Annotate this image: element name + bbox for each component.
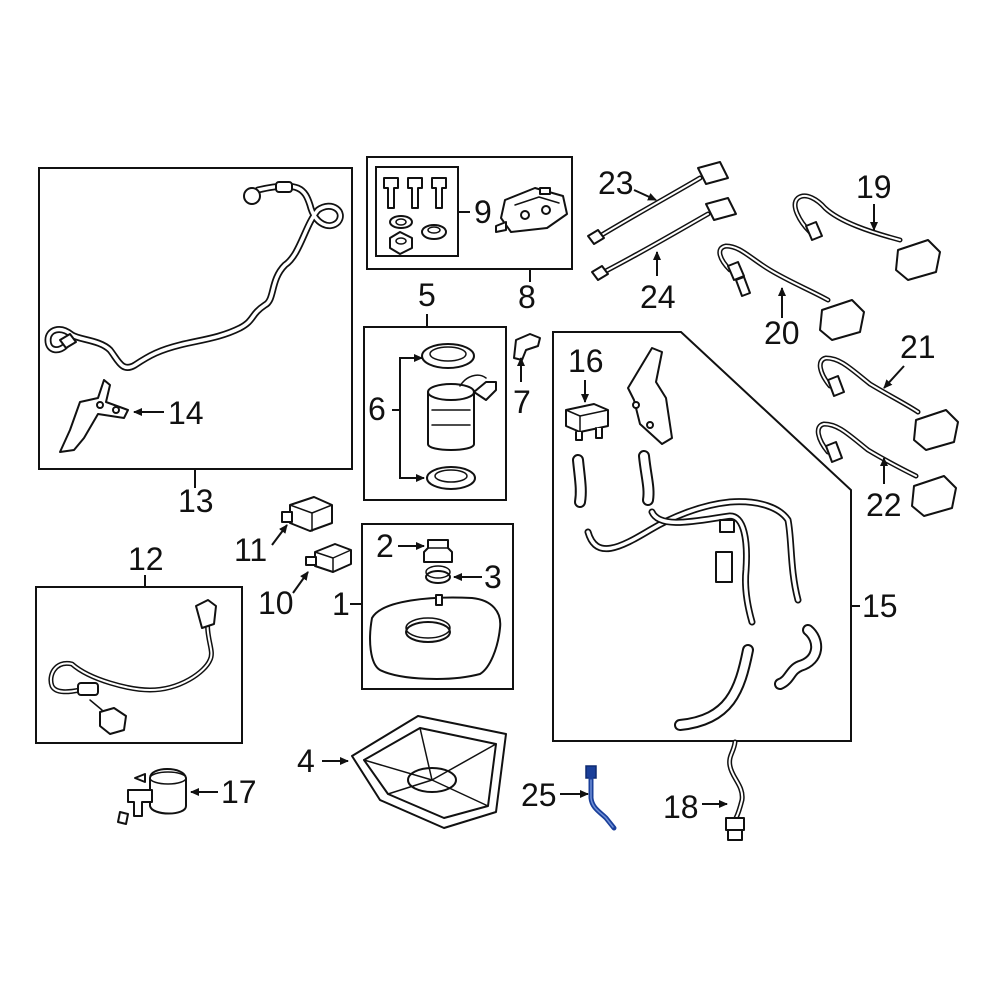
mounting-hardware-kit[interactable]: [383, 177, 447, 255]
callout-25: 25: [521, 777, 557, 813]
tray-4[interactable]: [351, 715, 507, 829]
callout-22: 22: [866, 487, 902, 523]
callout-7: 7: [513, 384, 531, 420]
callout-8: 8: [518, 279, 536, 315]
sensor-22[interactable]: [815, 421, 957, 517]
highlighted-part-25[interactable]: [585, 765, 617, 831]
hose-short-1[interactable]: [572, 454, 587, 508]
fuel-pump-module[interactable]: [427, 374, 497, 451]
leader-6: [399, 357, 424, 478]
leader-23: [633, 189, 657, 201]
callout-24: 24: [640, 279, 676, 315]
hose-long-2[interactable]: [774, 624, 823, 690]
temp-sensor-23[interactable]: [587, 161, 729, 245]
callout-2: 2: [376, 528, 394, 564]
callout-9: 9: [474, 194, 492, 230]
lock-ring[interactable]: [421, 343, 475, 369]
hose-short-2[interactable]: [638, 450, 655, 506]
connector-10[interactable]: [305, 543, 352, 573]
group-box-8: [366, 156, 573, 270]
line-assembly-15[interactable]: [584, 498, 802, 626]
callout-13: 13: [178, 483, 214, 519]
hose-long-1[interactable]: [674, 644, 754, 731]
callout-17: 17: [221, 774, 257, 810]
callout-23: 23: [598, 165, 634, 201]
temp-sensor-24[interactable]: [591, 197, 737, 281]
callout-12: 12: [128, 541, 164, 577]
callout-1: 1: [332, 586, 350, 622]
sensor-19[interactable]: [792, 193, 941, 281]
leader-11: [271, 524, 288, 546]
callout-3: 3: [484, 559, 502, 595]
mounting-bracket-15[interactable]: [627, 347, 673, 445]
elbow-fitting[interactable]: [513, 333, 541, 361]
control-valve[interactable]: [495, 187, 568, 233]
sensor-12[interactable]: [48, 599, 217, 735]
callout-16: 16: [568, 343, 604, 379]
connector-11[interactable]: [281, 496, 333, 532]
callout-6: 6: [368, 391, 386, 427]
fuel-line-assembly[interactable]: [44, 181, 344, 371]
callout-15: 15: [862, 588, 898, 624]
sensor-20[interactable]: [717, 243, 865, 341]
callout-18: 18: [663, 789, 699, 825]
sensor-18[interactable]: [725, 739, 745, 841]
fuel-line-bracket[interactable]: [59, 379, 129, 453]
callout-11: 11: [234, 532, 267, 568]
leader-21: [883, 365, 905, 389]
group-box-13: [38, 167, 353, 470]
group-box-5: [363, 326, 507, 501]
group-box-12: [35, 586, 243, 744]
cap-seal[interactable]: [425, 565, 451, 584]
callout-5: 5: [418, 277, 436, 313]
callout-21: 21: [900, 329, 936, 365]
fuel-line-group[interactable]: [38, 167, 353, 470]
callout-19: 19: [856, 169, 892, 205]
callout-4: 4: [297, 743, 315, 779]
sensor-21[interactable]: [817, 355, 959, 451]
reservoir-tank[interactable]: [369, 594, 502, 680]
pressure-sensor-16[interactable]: [565, 403, 609, 441]
callout-10: 10: [258, 585, 294, 621]
group-box-15: [552, 331, 852, 742]
leader-10: [292, 571, 309, 594]
reservoir-cap[interactable]: [423, 539, 453, 563]
callout-20: 20: [764, 315, 800, 351]
pump-seal[interactable]: [426, 466, 476, 490]
group-box-1: [361, 523, 514, 690]
valve-17[interactable]: [117, 768, 187, 825]
callout-14: 14: [168, 395, 204, 431]
